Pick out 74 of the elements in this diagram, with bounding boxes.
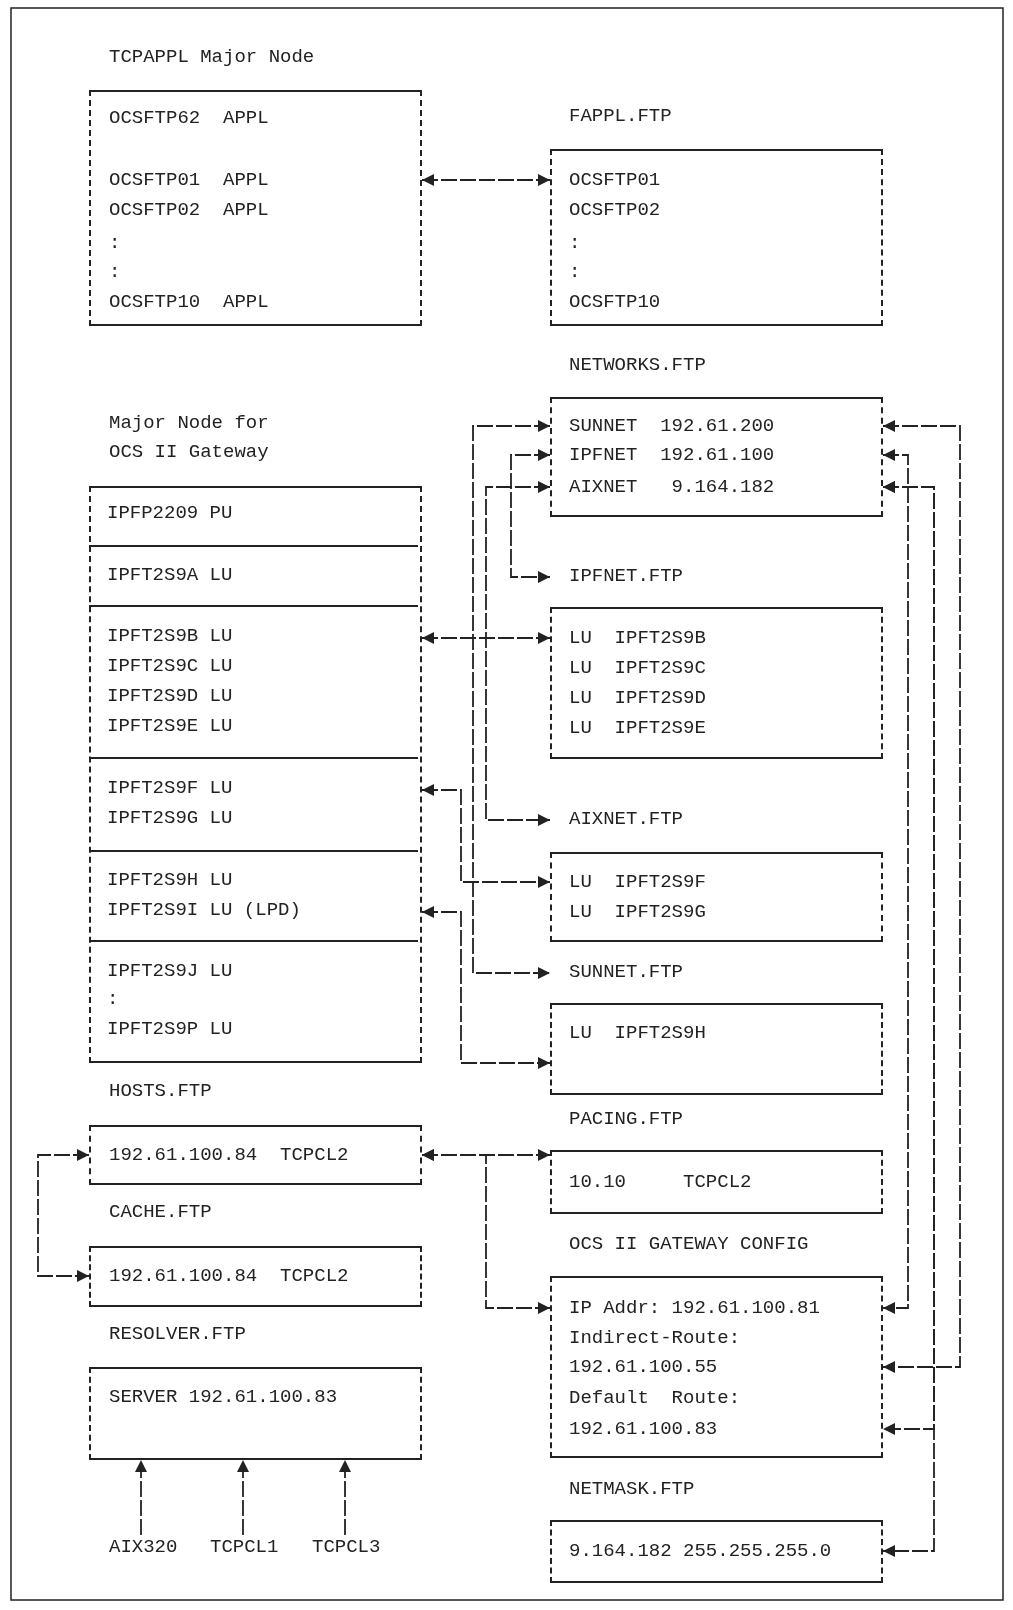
- file-heading: CACHE.FTP: [109, 1200, 212, 1225]
- entry-text: SUNNET 192.61.200: [569, 414, 775, 438]
- connector-arrow: [421, 632, 551, 644]
- entry-text: 192.61.100.55: [569, 1355, 718, 1379]
- entry-text: IPFT2S9H LU: [107, 868, 233, 892]
- entry-text: LU IPFT2S9D: [569, 686, 706, 710]
- entry-text: IPFT2S9A LU: [107, 563, 233, 587]
- file-heading: PACING.FTP: [569, 1107, 684, 1132]
- file-heading: IPFNET.FTP: [569, 564, 684, 589]
- entry-text: LU IPFT2S9H: [569, 1021, 706, 1045]
- entry-text: OCSFTP01: [569, 168, 661, 192]
- entry-text: IPFP2209 PU: [107, 501, 233, 525]
- connector-arrow: [421, 784, 551, 888]
- file-heading: Major Node for OCS II Gateway: [109, 411, 270, 465]
- file-heading: NETMASK.FTP: [569, 1477, 695, 1502]
- entry-text: :: [109, 231, 121, 255]
- entry-text: LU IPFT2S9F: [569, 870, 706, 894]
- entry-text: LU IPFT2S9G: [569, 900, 706, 924]
- entry-text: OCSFTP10 APPL: [109, 290, 269, 314]
- file-heading: HOSTS.FTP: [109, 1079, 212, 1104]
- entry-text: IPFT2S9J LU: [107, 959, 233, 983]
- file-heading: AIXNET.FTP: [569, 807, 684, 832]
- entry-text: OCSFTP62 APPL: [109, 106, 269, 130]
- file-heading: NETWORKS.FTP: [569, 353, 706, 378]
- connector-arrow: [237, 1459, 249, 1536]
- connector-arrow: [421, 174, 551, 186]
- entry-text: IPFT2S9C LU: [107, 654, 233, 678]
- connector-arrow: [421, 1149, 551, 1314]
- entry-text: 192.61.100.83: [569, 1417, 718, 1441]
- entry-text: IPFT2S9I LU (LPD): [107, 898, 301, 922]
- entry-text: IPFT2S9E LU: [107, 714, 233, 738]
- connector-arrow: [882, 449, 909, 1314]
- entry-text: LU IPFT2S9E: [569, 716, 706, 740]
- entry-text: LU IPFT2S9C: [569, 656, 706, 680]
- entry-text: OCSFTP01 APPL: [109, 168, 269, 192]
- connector-arrow: [135, 1459, 147, 1536]
- connector-arrow: [485, 481, 551, 826]
- connector-arrow: [421, 906, 551, 1069]
- entry-text: 9.164.182 255.255.255.0: [569, 1539, 832, 1563]
- entry-text: Indirect-Route:: [569, 1326, 741, 1350]
- connector-arrow: [510, 449, 551, 583]
- connector-arrow: [472, 420, 551, 979]
- file-heading: SUNNET.FTP: [569, 960, 684, 985]
- file-heading: FAPPL.FTP: [569, 104, 672, 129]
- entry-text: :: [569, 231, 581, 255]
- host-label: TCPCL3: [312, 1535, 384, 1559]
- entry-text: IPFT2S9P LU: [107, 1017, 233, 1041]
- entry-text: IPFT2S9D LU: [107, 684, 233, 708]
- entry-text: AIXNET 9.164.182: [569, 475, 775, 499]
- host-label: AIX320: [109, 1535, 181, 1559]
- file-heading: OCS II GATEWAY CONFIG: [569, 1232, 809, 1257]
- entry-text: Default Route:: [569, 1386, 741, 1410]
- file-heading: RESOLVER.FTP: [109, 1322, 246, 1347]
- entry-text: SERVER 192.61.100.83: [109, 1385, 338, 1409]
- entry-text: IPFT2S9G LU: [107, 806, 233, 830]
- entry-text: LU IPFT2S9B: [569, 626, 706, 650]
- connector-arrow: [37, 1149, 90, 1282]
- connector-arrow: [882, 420, 961, 1373]
- entry-text: 10.10 TCPCL2: [569, 1170, 752, 1194]
- entry-text: OCSFTP02: [569, 198, 661, 222]
- host-label: TCPCL1: [210, 1535, 282, 1559]
- connector-arrow: [339, 1459, 351, 1536]
- file-heading: TCPAPPL Major Node: [109, 45, 315, 70]
- entry-text: :: [569, 260, 581, 284]
- entry-text: IP Addr: 192.61.100.81: [569, 1296, 820, 1320]
- entry-text: OCSFTP10: [569, 290, 661, 314]
- entry-text: OCSFTP02 APPL: [109, 198, 269, 222]
- entry-text: IPFT2S9F LU: [107, 776, 233, 800]
- entry-text: :: [109, 260, 121, 284]
- entry-text: :: [107, 987, 119, 1011]
- entry-text: 192.61.100.84 TCPCL2: [109, 1264, 349, 1288]
- entry-text: IPFNET 192.61.100: [569, 443, 775, 467]
- entry-text: IPFT2S9B LU: [107, 624, 233, 648]
- entry-text: 192.61.100.84 TCPCL2: [109, 1143, 349, 1167]
